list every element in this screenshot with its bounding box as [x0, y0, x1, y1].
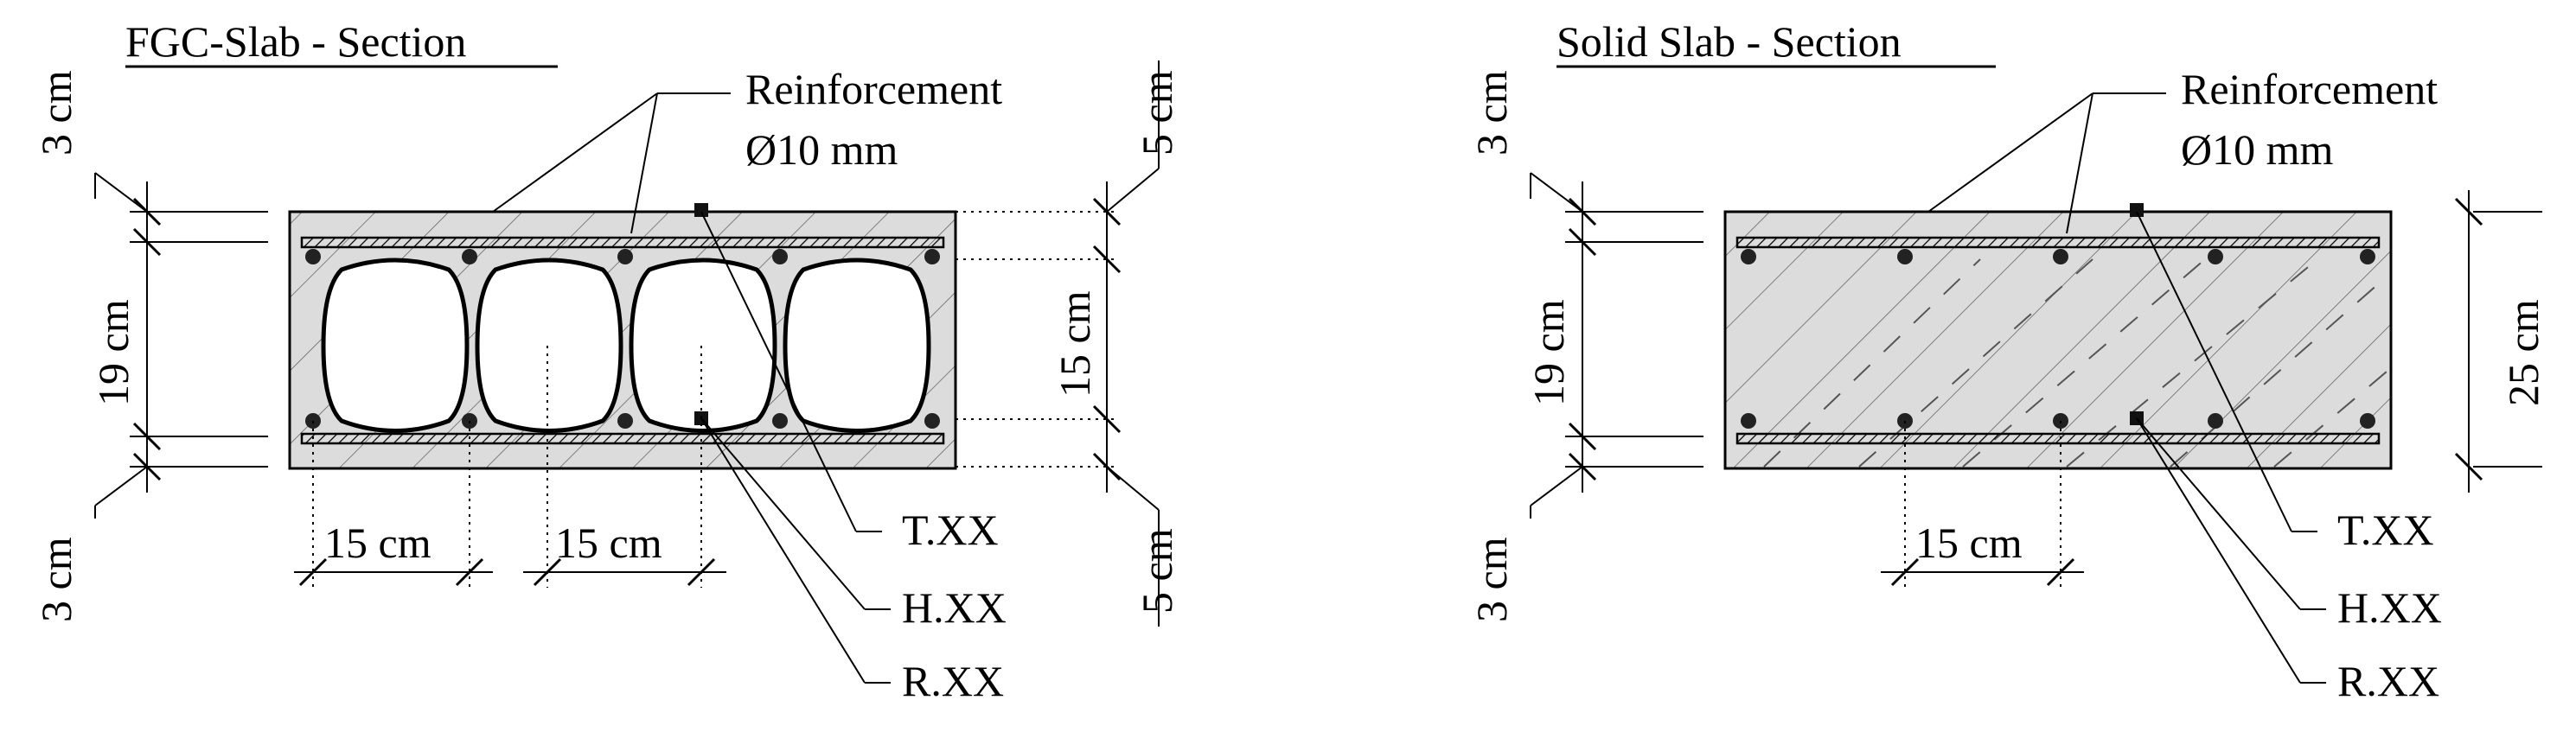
solid-bottom-reinforcement-bar	[1735, 432, 2381, 445]
fgc-sensor-top	[694, 203, 708, 217]
fgc-void	[475, 258, 623, 433]
fgc-reinforcement-label: Reinforcement	[745, 65, 1002, 113]
solid-r-leader	[2136, 417, 2301, 684]
fgc-bottom-dimension	[294, 346, 726, 588]
solid-reinforcement-label: Reinforcement	[2181, 65, 2438, 113]
solid-h-leader	[2136, 417, 2301, 610]
fgc-dim-top-cover: 3 cm	[32, 70, 80, 156]
fgc-reinforcement-size: Ø10 mm	[745, 125, 898, 174]
rebar-dot	[2208, 413, 2223, 429]
rebar-dot	[2053, 249, 2068, 264]
solid-bottom-dimension	[1881, 421, 2084, 588]
solid-dim-bottom-cover: 3 cm	[1467, 537, 1516, 622]
fgc-h-leader	[700, 417, 866, 610]
fgc-dim-right-top: 5 cm	[1133, 70, 1181, 156]
fgc-title: FGC-Slab - Section	[125, 17, 466, 66]
fgc-voids	[321, 258, 931, 433]
rebar-dot	[772, 249, 788, 264]
fgc-dim-bottom-cover: 3 cm	[32, 537, 80, 622]
solid-dim-total: 25 cm	[2499, 299, 2547, 406]
rebar-dot	[1741, 413, 1756, 429]
fgc-sensor-h-label: H.XX	[902, 583, 1007, 632]
solid-reinf-leader	[2066, 92, 2093, 234]
fgc-void	[629, 258, 777, 433]
fgc-dim-right-middle: 15 cm	[1051, 290, 1099, 398]
fgc-dim-right-bottom: 5 cm	[1133, 528, 1181, 614]
solid-reinforcement-size: Ø10 mm	[2181, 125, 2334, 174]
fgc-void	[321, 258, 470, 433]
solid-sensor-t-label: T.XX	[2337, 506, 2434, 554]
fgc-dim-spacing-2: 15 cm	[555, 519, 662, 567]
fgc-left-dimension	[94, 172, 268, 519]
solid-dim-spacing: 15 cm	[1915, 519, 2023, 567]
fgc-void	[783, 258, 931, 433]
solid-right-dimension	[2454, 190, 2542, 493]
solid-title: Solid Slab - Section	[1556, 17, 1902, 66]
fgc-slab-section: FGC-Slab - Section	[32, 17, 1181, 705]
solid-rebar-dots	[1741, 249, 2375, 429]
solid-sensor-r-label: R.XX	[2337, 657, 2439, 705]
solid-slab-outline	[1723, 210, 2393, 470]
rebar-dot	[305, 249, 321, 264]
fgc-reinf-leader	[492, 92, 658, 213]
rebar-dot	[1897, 249, 1913, 264]
rebar-dot	[1741, 249, 1756, 264]
solid-slab-section: Solid Slab - Section	[1467, 17, 2547, 705]
fgc-sensor-r-label: R.XX	[902, 657, 1004, 705]
fgc-sensor-t-label: T.XX	[902, 506, 999, 554]
fgc-reinf-leader	[630, 92, 658, 234]
fgc-rebar-dots	[305, 249, 940, 429]
solid-reinf-leader	[1927, 92, 2093, 213]
solid-dim-inner: 19 cm	[1525, 299, 1573, 406]
fgc-bottom-reinforcement-bar	[300, 432, 945, 445]
solid-dim-top-cover: 3 cm	[1467, 70, 1516, 156]
fgc-slab-outline	[288, 210, 957, 470]
solid-t-leader	[2136, 211, 2292, 532]
rebar-dot	[617, 413, 633, 429]
rebar-dot	[924, 249, 940, 264]
solid-top-reinforcement-bar	[1735, 236, 2381, 249]
fgc-t-leader	[700, 211, 857, 532]
rebar-dot	[2208, 249, 2223, 264]
fgc-top-reinforcement-bar	[300, 236, 945, 249]
solid-sensor-top	[2130, 203, 2144, 217]
rebar-dot	[617, 249, 633, 264]
rebar-dot	[462, 249, 477, 264]
rebar-dot	[2360, 413, 2375, 429]
fgc-r-leader	[700, 417, 866, 684]
solid-left-dimension	[1530, 172, 1703, 519]
fgc-dim-inner: 19 cm	[89, 299, 137, 406]
fgc-right-dimension	[956, 60, 1160, 627]
solid-sensor-h-label: H.XX	[2337, 583, 2442, 632]
rebar-dot	[924, 413, 940, 429]
rebar-dot	[2360, 249, 2375, 264]
rebar-dot	[772, 413, 788, 429]
fgc-dim-spacing-1: 15 cm	[324, 519, 431, 567]
